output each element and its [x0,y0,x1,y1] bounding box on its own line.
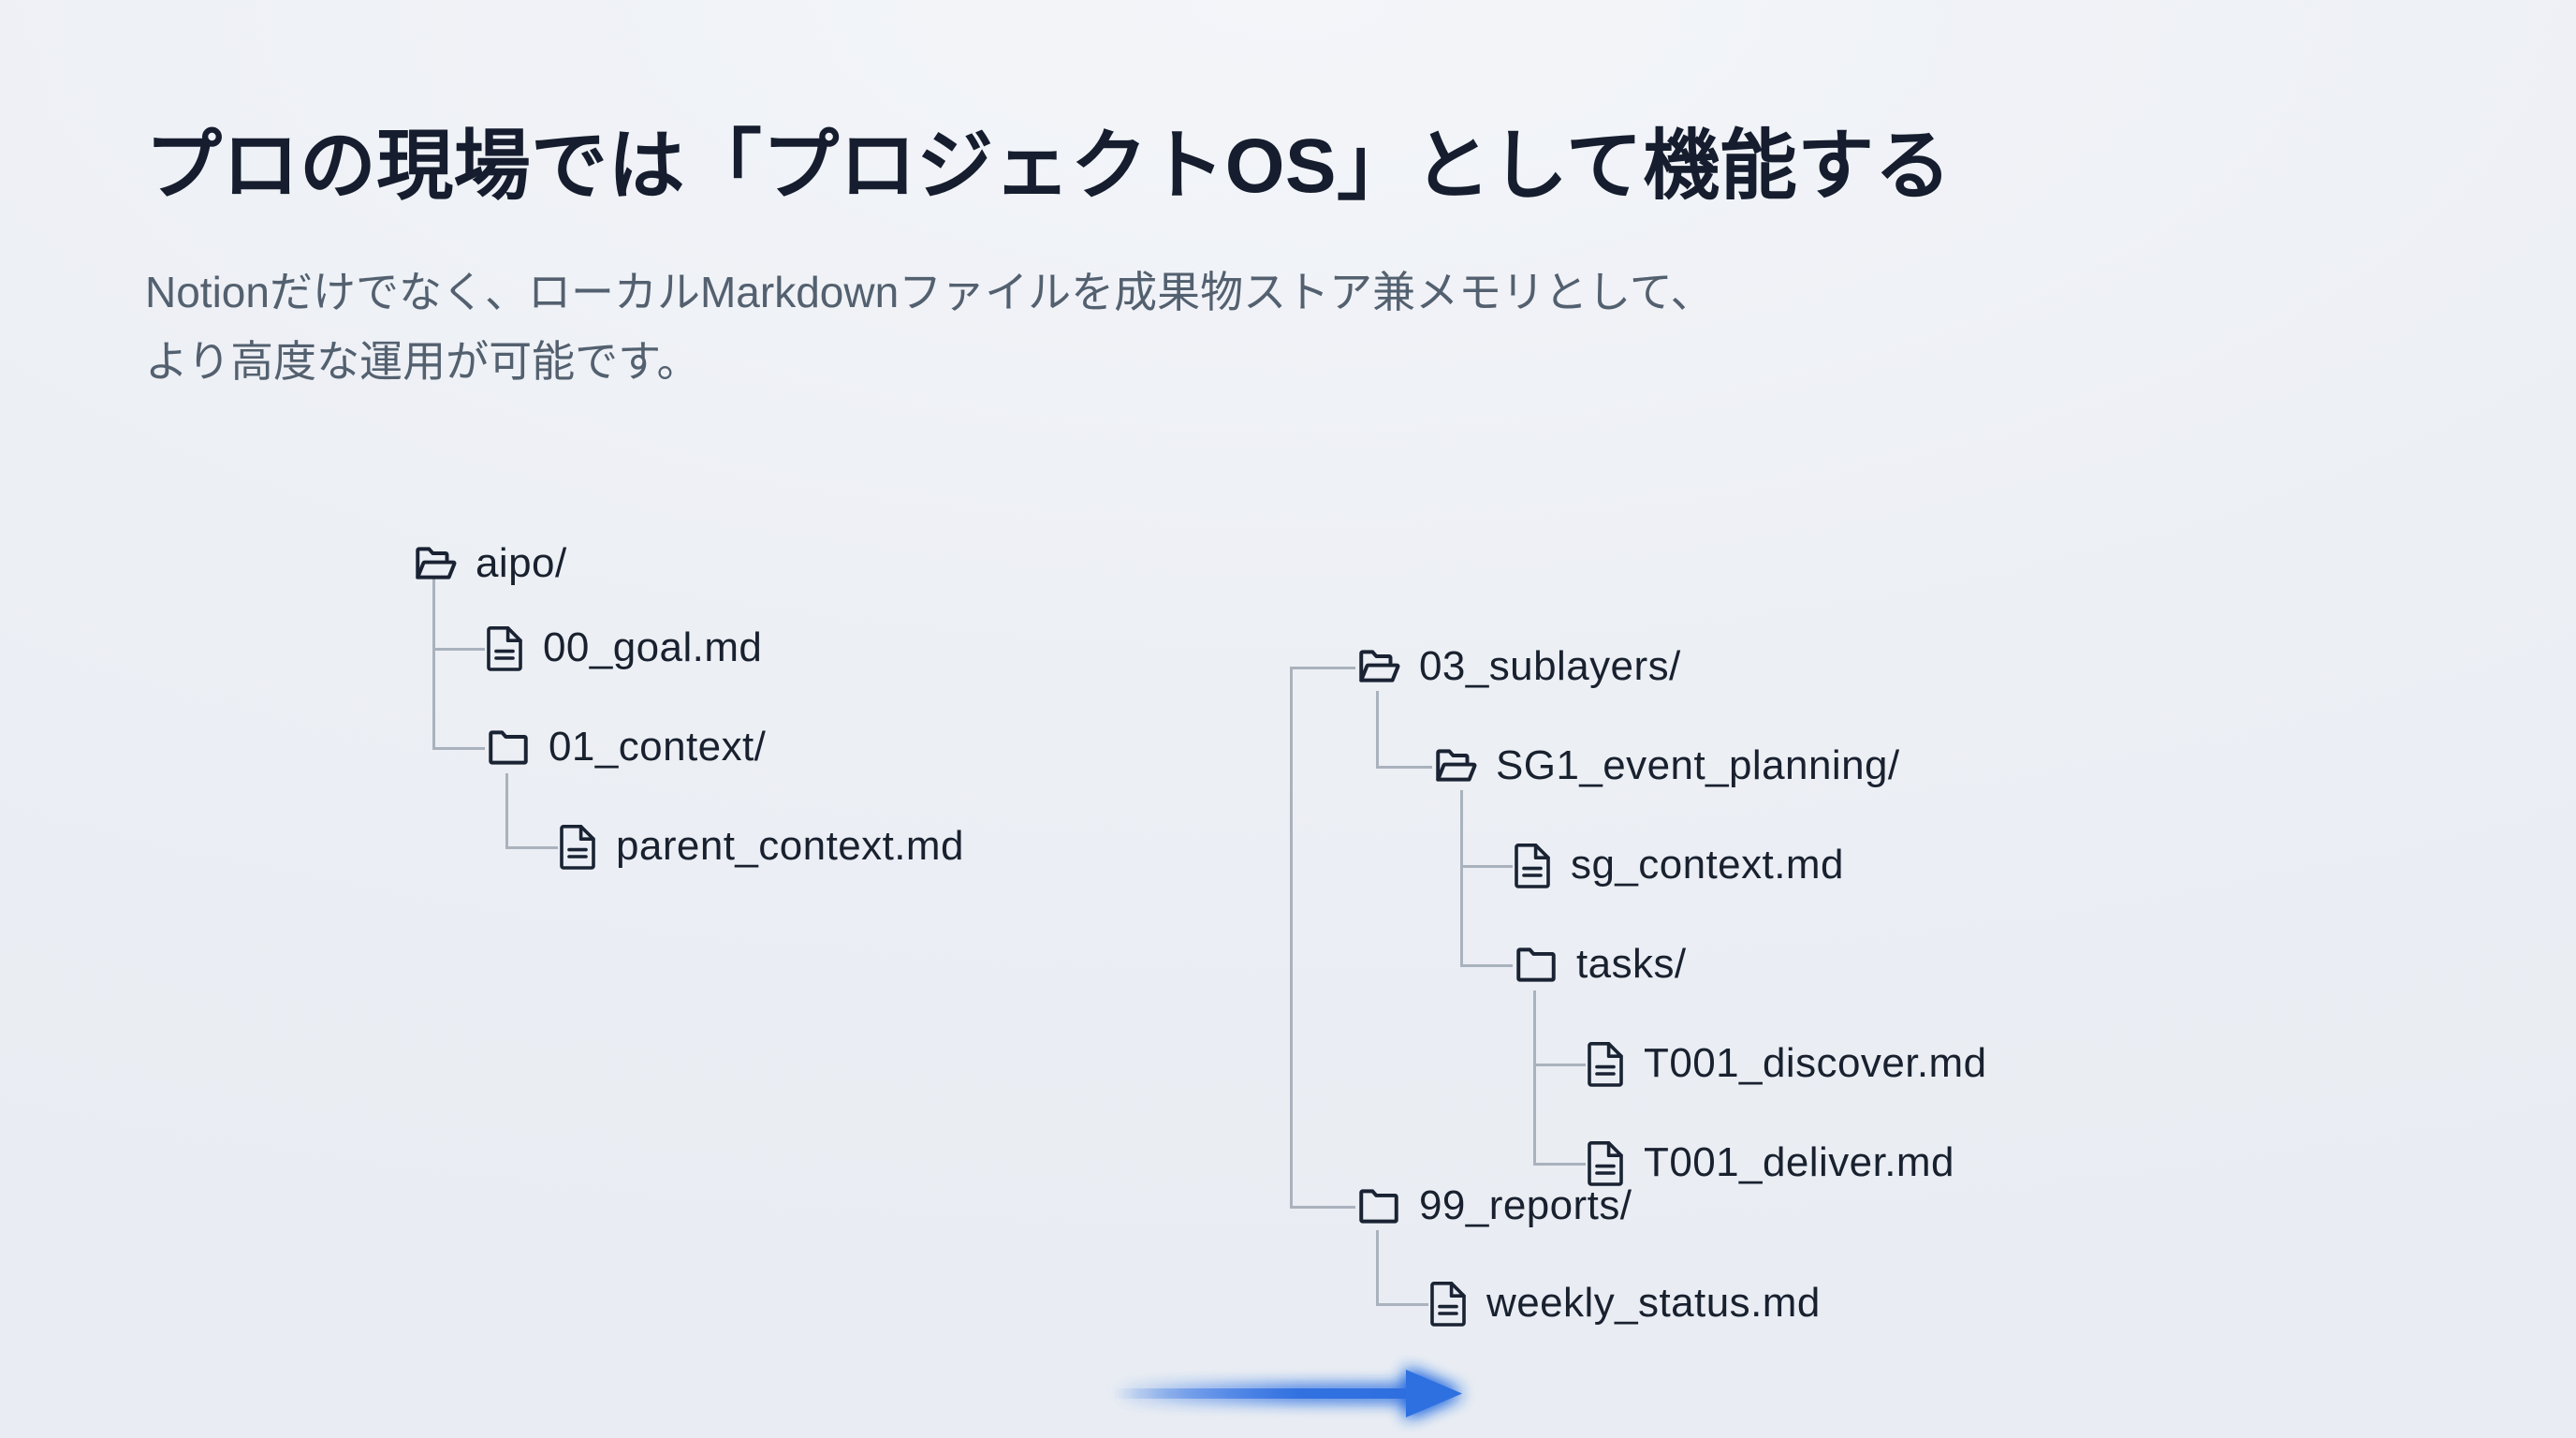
tree-node-weekly-status-md[interactable]: weekly_status.md [1428,1273,1821,1333]
file-icon [1586,1139,1627,1186]
folder-icon [485,724,532,770]
tree-connector-vertical [432,579,435,747]
tree-node-sg-context-md[interactable]: sg_context.md [1513,835,1844,895]
tree-node-label: T001_deliver.md [1644,1139,1954,1185]
tree-node-tasks[interactable]: tasks/ [1513,934,1687,994]
tree-node-label: weekly_status.md [1486,1280,1821,1326]
tree-node-label: T001_discover.md [1644,1040,1987,1086]
tree-node-99-reports[interactable]: 99_reports/ [1355,1176,1632,1236]
tree-node-aipo[interactable]: aipo/ [412,534,567,594]
page-subtitle: Notionだけでなく、ローカルMarkdownファイルを成果物ストア兼メモリと… [145,257,2326,397]
tree-node-00-goal-md[interactable]: 00_goal.md [485,618,762,678]
tree-node-label: aipo/ [476,540,567,586]
tree-connector-horizontal [1460,865,1513,868]
tree-node-t001-deliver-md[interactable]: T001_deliver.md [1586,1133,1954,1193]
tree-node-parent-context-md[interactable]: parent_context.md [558,816,964,876]
file-icon [1428,1280,1470,1327]
tree-node-label: 00_goal.md [543,624,763,670]
folder-icon [1513,941,1559,988]
subtitle-line-2: より高度な運用が可能です。 [145,337,700,387]
tree-node-label: tasks/ [1576,941,1687,987]
folder-icon [1355,1182,1402,1229]
tree-connector-horizontal [432,648,485,651]
file-icon [1513,842,1554,888]
tree-connector-vertical [1376,1230,1379,1303]
file-icon [1586,1040,1627,1087]
slide-header: プロの現場では「プロジェクトOS」として機能する Notionだけでなく、ローカ… [145,122,2410,397]
tree-connector-horizontal [505,846,558,849]
context-inheritance-arrow [1095,1339,1507,1438]
arrow-right-icon [1114,1370,1462,1417]
tree-connector-vertical [1376,691,1379,766]
tree-connector-horizontal [1533,1163,1586,1166]
tree-connector-horizontal [432,747,485,750]
tree-node-01-context[interactable]: 01_context/ [485,717,766,777]
folder-open-icon [412,540,459,587]
tree-connector-vertical [1533,990,1536,1163]
tree-connector-horizontal [1460,964,1513,967]
tree-connector-horizontal [1290,667,1355,669]
folder-open-icon [1432,742,1479,789]
tree-connector-vertical [1290,667,1293,1208]
tree-connector-horizontal [1533,1064,1586,1066]
file-icon [558,823,599,870]
subtitle-line-1: Notionだけでなく、ローカルMarkdownファイルを成果物ストア兼メモリと… [145,267,1714,316]
page-title: プロの現場では「プロジェクトOS」として機能する [145,124,1952,209]
tree-connector-horizontal [1376,766,1432,769]
folder-open-icon [1355,643,1402,690]
tree-node-sg1-event-planning[interactable]: SG1_event_planning/ [1432,736,1900,796]
tree-connector-horizontal [1376,1303,1428,1306]
tree-node-label: 03_sublayers/ [1419,643,1681,689]
tree-node-label: SG1_event_planning/ [1496,742,1900,788]
tree-node-03-sublayers[interactable]: 03_sublayers/ [1355,637,1681,697]
tree-node-label: sg_context.md [1571,842,1844,888]
tree-node-label: 99_reports/ [1419,1182,1632,1228]
tree-node-label: parent_context.md [616,823,964,869]
tree-connector-horizontal [1290,1206,1355,1209]
tree-connector-vertical [1460,790,1463,964]
file-icon [485,624,526,671]
tree-node-label: 01_context/ [549,724,767,770]
tree-node-t001-discover-md[interactable]: T001_discover.md [1586,1034,1987,1093]
file-tree-diagram: aipo/ 00_goal.md [0,534,2576,1417]
tree-connector-vertical [505,773,508,846]
